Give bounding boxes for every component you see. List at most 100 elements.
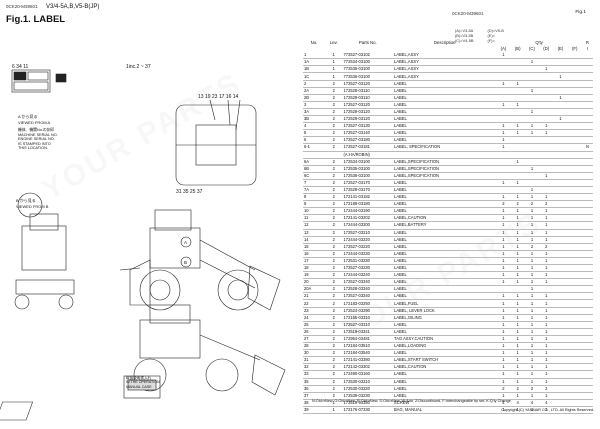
cell-qty [553, 328, 568, 336]
doc-code-left: 0CK20-M39601 [6, 4, 38, 9]
footer-legend: N:Old⇒New, O:Old⇒New, R:Old⇒New, S:Old⇒N… [312, 399, 511, 403]
cell-no: 5 [303, 129, 325, 138]
cell-qty: 1 [496, 136, 511, 145]
cell-remark [581, 214, 593, 223]
cell-remark [581, 392, 593, 400]
cell-qty: 1 [524, 207, 540, 216]
cell-description: LABEL,CAUTION [393, 363, 497, 372]
cell-qty: 1 [496, 342, 511, 351]
cell-qty [539, 115, 554, 124]
cell-qty [496, 158, 511, 166]
cell-description: LABEL [393, 122, 497, 131]
cell-qty [567, 292, 582, 301]
cell-remark [581, 108, 593, 117]
cell-remark [581, 370, 593, 379]
cell-qty [553, 385, 568, 393]
cell-description: LABEL [393, 385, 497, 393]
cell-qty [567, 321, 582, 329]
cell-remark [581, 278, 593, 287]
qty-col-header: (E) [557, 46, 564, 52]
cell-lev: 2 [324, 243, 343, 251]
cell-qty: 1 [510, 158, 525, 166]
cell-qty: 1 [524, 392, 540, 400]
cell-qty: 1 [539, 314, 554, 322]
cell-qty [567, 264, 582, 273]
cell-lev: 2 [324, 307, 343, 315]
cell-qty [553, 229, 568, 237]
note-model-plate: 機体、機関No.の刻印 MACHINE SERIAL NO. ENGINE SE… [18, 128, 58, 151]
cell-qty: 1 [539, 193, 554, 202]
cell-qty: 1 [510, 299, 525, 308]
cell-part-no: 172535-03100 [342, 165, 394, 173]
cell-part-no: 172444-03220 [342, 236, 394, 244]
cell-qty [567, 158, 582, 166]
cell-qty [510, 285, 525, 294]
cell-description: TAG ASSY,CAUTION [393, 335, 497, 344]
cell-description: LABEL [393, 264, 497, 273]
cell-no: 7 [303, 179, 325, 187]
mid-callouts: 31 35 25 37 [176, 189, 203, 195]
cell-qty [567, 378, 582, 386]
cell-qty [553, 349, 568, 358]
cell-remark [581, 87, 593, 95]
doc-code-right: 0CK20-M39601 [452, 11, 484, 16]
cell-qty: 2 [524, 200, 540, 209]
cell-remark [581, 406, 593, 414]
cell-qty [539, 52, 554, 60]
cell-qty: 1 [496, 299, 511, 308]
cell-remark [581, 243, 593, 251]
cell-qty: 1 [510, 236, 525, 244]
cell-qty [567, 108, 582, 117]
cell-description: LABEL [393, 129, 497, 138]
cell-qty [524, 136, 540, 145]
cell-no: 38 [303, 399, 325, 407]
cell-qty [553, 321, 568, 329]
cell-qty [496, 172, 511, 180]
fig-title: Fig.1. LABEL [6, 14, 66, 25]
cell-qty: 1 [524, 250, 540, 258]
cell-description: LABEL [393, 193, 497, 202]
cell-qty [567, 94, 582, 102]
cell-qty [567, 115, 582, 124]
cell-qty: 1 [496, 335, 511, 344]
cell-no: 2B [303, 94, 325, 102]
cell-part-no: 172527-03140 [342, 129, 394, 138]
cell-part-no: 172528-03110 [342, 87, 394, 95]
cell-part-no: 172530-03210 [342, 378, 394, 386]
cell-remark [581, 378, 593, 386]
cell-qty: 1 [510, 328, 525, 336]
cell-qty [539, 143, 554, 152]
cell-qty [567, 399, 582, 407]
cell-no: 18 [303, 264, 325, 273]
cell-lev: 2 [324, 264, 343, 273]
cell-qty [524, 115, 540, 124]
cell-part-no: 172444-03230 [342, 250, 394, 258]
cell-qty [553, 378, 568, 386]
cell-description: LABEL,FUEL [393, 299, 497, 308]
cell-qty [496, 165, 511, 173]
cell-qty [567, 122, 582, 131]
cell-no: 2 [303, 80, 325, 88]
cell-remark [581, 221, 593, 230]
cell-qty [524, 158, 540, 166]
cell-qty: 1 [524, 193, 540, 202]
model-title: V3/4-5A,B,V5-B(JP) [46, 4, 100, 10]
cell-lev: 1 [324, 406, 343, 414]
cell-qty [567, 172, 582, 180]
cell-lev: 2 [324, 200, 343, 209]
cell-lev: 2 [324, 328, 343, 336]
cell-qty: 1 [496, 207, 511, 216]
cell-description: LABEL [393, 271, 497, 280]
cell-lev: 2 [324, 299, 343, 308]
cell-qty [567, 307, 582, 315]
label-plate-small [55, 73, 67, 83]
cell-remark [581, 250, 593, 258]
cell-description: LABEL [393, 243, 497, 251]
cell-qty [553, 342, 568, 351]
cell-qty [496, 72, 511, 81]
